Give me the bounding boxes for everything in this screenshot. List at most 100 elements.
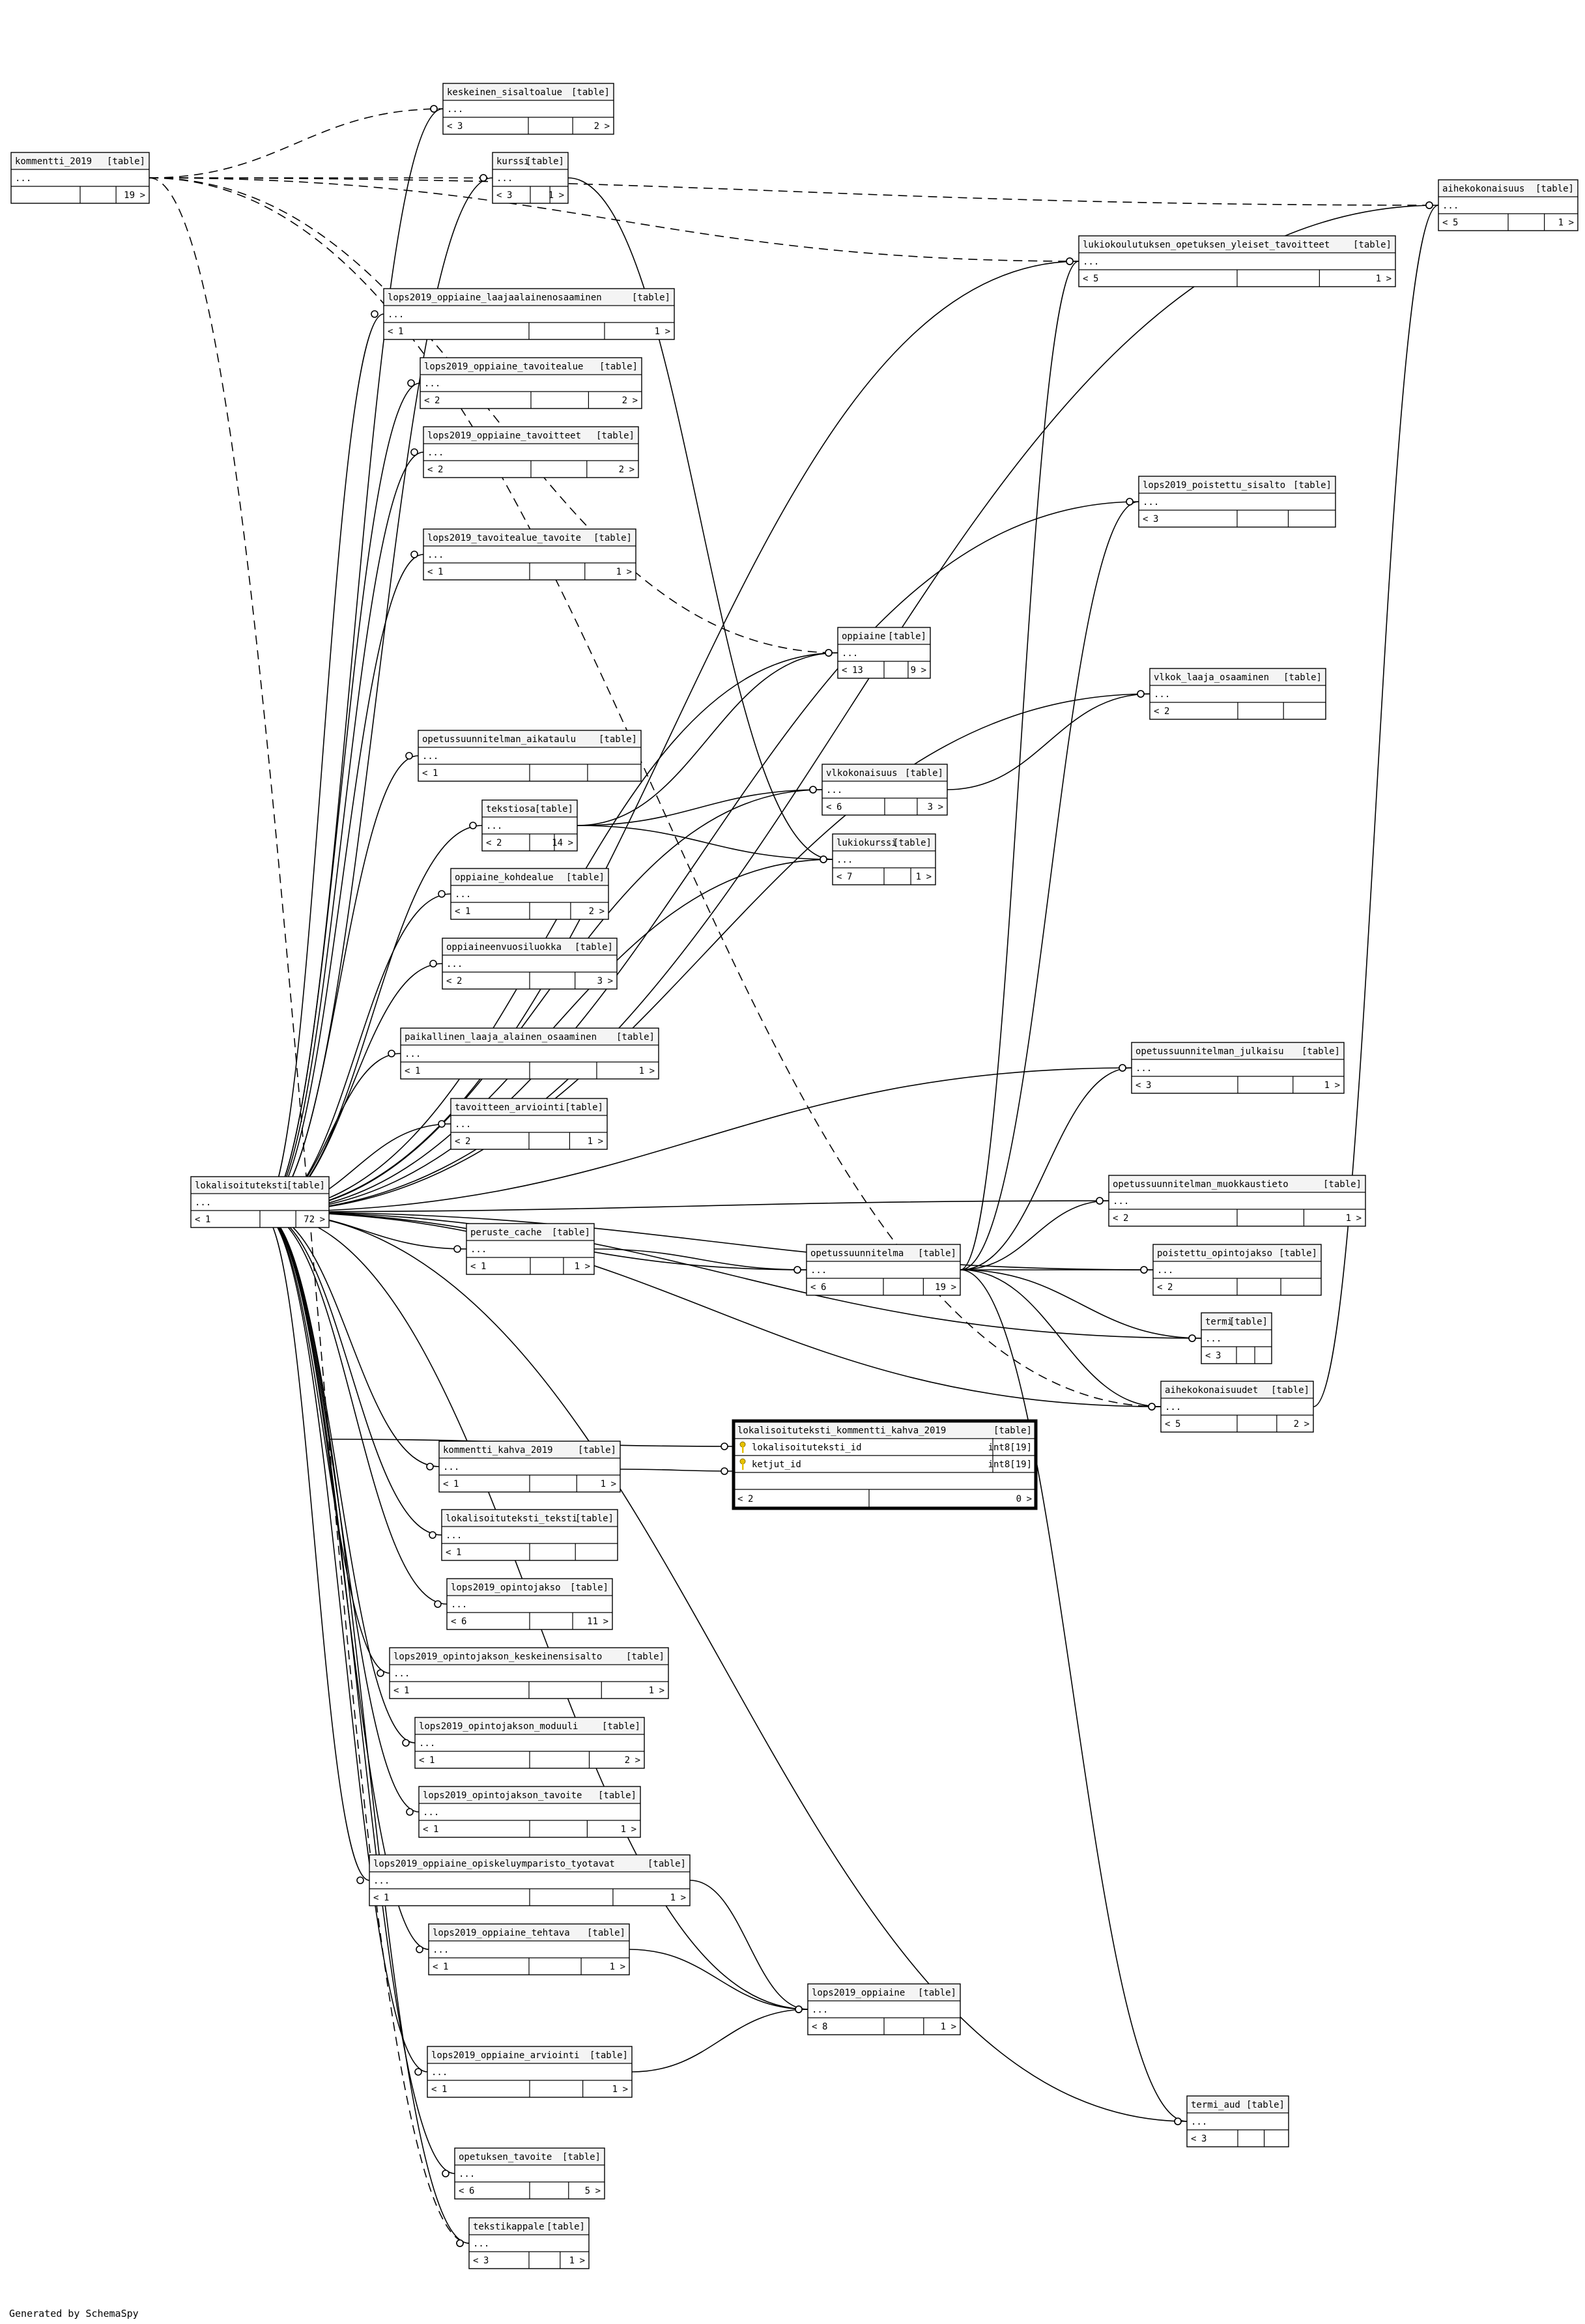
generator-credit: Generated by SchemaSpy	[9, 2308, 139, 2319]
table-paikallinen-laaja-alainen-osaaminen[interactable]: paikallinen_laaja_alainen_osaaminen[tabl…	[400, 1027, 659, 1080]
parent-count: 2	[438, 465, 443, 475]
children-arrow-icon: >	[623, 2084, 628, 2095]
table-name: lops2019_oppiaine_opiskeluymparisto_tyot…	[373, 1859, 615, 1869]
fk-lokalisoituteksti-t9	[260, 554, 424, 1212]
table-lokalisoituteksti-kommentti-kahva-2019[interactable]: lokalisoituteksti_kommentti_kahva_2019[t…	[732, 1419, 1038, 1510]
table-name: termi_aud	[1191, 2100, 1240, 2110]
table-tag: [table]	[918, 1988, 956, 1998]
table-name: poistettu_opintojakso	[1157, 1248, 1272, 1259]
table-tag: [table]	[596, 431, 635, 441]
children-arrow-icon: >	[559, 190, 564, 201]
fk-lokalisoituteksti-t5	[260, 313, 384, 1212]
children-arrow-icon: >	[659, 1686, 664, 1696]
implied-kommentti-t3	[149, 177, 1439, 206]
parents-arrow-icon: <	[424, 395, 429, 406]
children-arrow-icon: >	[1335, 1080, 1340, 1091]
table-name: lops2019_oppiaine	[812, 1988, 905, 1998]
parent-count: 2	[457, 976, 462, 986]
column-name: ketjut_id	[752, 1459, 801, 1470]
table-opetussuunnitelman-aikataulu[interactable]: opetussuunnitelman_aikataulu[table]...<1	[418, 730, 642, 782]
table-lops2019-opintojakson-moduuli[interactable]: lops2019_opintojakson_moduuli[table]...<…	[414, 1717, 645, 1769]
table-lops2019-tavoitealue-tavoite[interactable]: lops2019_tavoitealue_tavoite[table]...<1…	[423, 528, 636, 581]
hidden-columns: ...	[812, 2005, 828, 2015]
table-name: lops2019_oppiaine_tehtava	[433, 1928, 570, 1938]
table-opetussuunnitelman-muokkaustieto[interactable]: opetussuunnitelman_muokkaustieto[table].…	[1108, 1175, 1366, 1227]
cardinality-marker	[820, 855, 827, 863]
parent-count: 1	[453, 1479, 459, 1489]
table-lops2019-oppiaine-tavoitealue[interactable]: lops2019_oppiaine_tavoitealue[table]...<…	[420, 357, 642, 409]
parent-count: 1	[205, 1214, 210, 1225]
parents-arrow-icon: <	[443, 1479, 448, 1489]
table-lops2019-oppiaine-laajaalainenosaaminen[interactable]: lops2019_oppiaine_laajaalainenosaaminen[…	[383, 288, 675, 340]
cardinality-marker	[1174, 2117, 1182, 2125]
table-name: tekstiosa	[486, 804, 535, 814]
child-count: 2	[619, 465, 624, 475]
table-poistettu-opintojakso[interactable]: poistettu_opintojakso[table]...<2	[1152, 1244, 1322, 1296]
child-count: 72	[304, 1214, 315, 1225]
parent-count: 8	[822, 2022, 827, 2032]
table-lukiokoulutuksen-opetuksen-yleiset-tavoitteet[interactable]: lukiokoulutuksen_opetuksen_yleiset_tavoi…	[1078, 235, 1396, 287]
table-lops2019-oppiaine-opiskeluymparisto-tyotavat[interactable]: lops2019_oppiaine_opiskeluymparisto_tyot…	[369, 1854, 691, 1906]
hidden-columns: ...	[1083, 257, 1099, 267]
parent-count: 2	[496, 838, 502, 848]
table-name: oppiaineenvuosiluokka	[446, 942, 562, 953]
table-kommentti-2019[interactable]: kommentti_2019[table]...19>	[10, 152, 150, 204]
cardinality-marker	[795, 2005, 803, 2013]
table-tag: [table]	[599, 362, 638, 372]
table-termi[interactable]: termi[table]...<3	[1201, 1312, 1272, 1364]
table-lokalisoituteksti-teksti[interactable]: lokalisoituteksti_teksti[table]...<1	[441, 1509, 618, 1561]
table-lops2019-poistettu-sisalto[interactable]: lops2019_poistettu_sisalto[table]...<3	[1138, 476, 1336, 528]
cardinality-marker	[479, 174, 487, 182]
parent-count: 1	[415, 1066, 420, 1076]
parents-arrow-icon: <	[1205, 1351, 1210, 1361]
table-termi-aud[interactable]: termi_aud[table]...<3	[1186, 2095, 1289, 2147]
table-name: oppiaine_kohdealue	[455, 872, 554, 883]
table-lops2019-opintojakson-tavoite[interactable]: lops2019_opintojakson_tavoite[table]...<…	[418, 1786, 641, 1838]
child-count: 1	[1376, 274, 1381, 284]
parents-arrow-icon: <	[1154, 706, 1159, 717]
cardinality-marker	[469, 822, 477, 829]
hidden-columns: ...	[1442, 201, 1459, 211]
fk-lokalisoituteksti-t27	[260, 1211, 1162, 1407]
table-vlkok-laaja-osaaminen[interactable]: vlkok_laaja_osaaminen[table]...<2	[1149, 668, 1326, 720]
parent-count: 1	[442, 2084, 447, 2095]
column-name: lokalisoituteksti_id	[752, 1442, 862, 1453]
table-tag: [table]	[587, 1928, 625, 1938]
table-tag: [table]	[1246, 2100, 1285, 2110]
fk-lokalisoituteksti-t8	[260, 501, 1139, 1212]
parents-arrow-icon: <	[373, 1893, 378, 1903]
cardinality-marker	[1148, 1403, 1156, 1411]
parent-count: 5	[1175, 1419, 1180, 1429]
fk-lokalisoituteksti-t19	[260, 1067, 1132, 1212]
table-name: lops2019_oppiaine_tavoitteet	[427, 431, 581, 441]
table-lops2019-oppiaine-tavoitteet[interactable]: lops2019_oppiaine_tavoitteet[table]...<2…	[423, 426, 639, 478]
table-lops2019-opintojakson-keskeinensisalto[interactable]: lops2019_opintojakson_keskeinensisalto[t…	[389, 1647, 669, 1699]
table-name: lops2019_opintojakso	[451, 1583, 561, 1593]
table-name: opetuksen_tavoite	[459, 2152, 552, 2162]
hidden-columns: ...	[433, 1945, 449, 1955]
table-name: lokalisoituteksti	[195, 1181, 288, 1191]
cardinality-marker	[1425, 201, 1433, 209]
